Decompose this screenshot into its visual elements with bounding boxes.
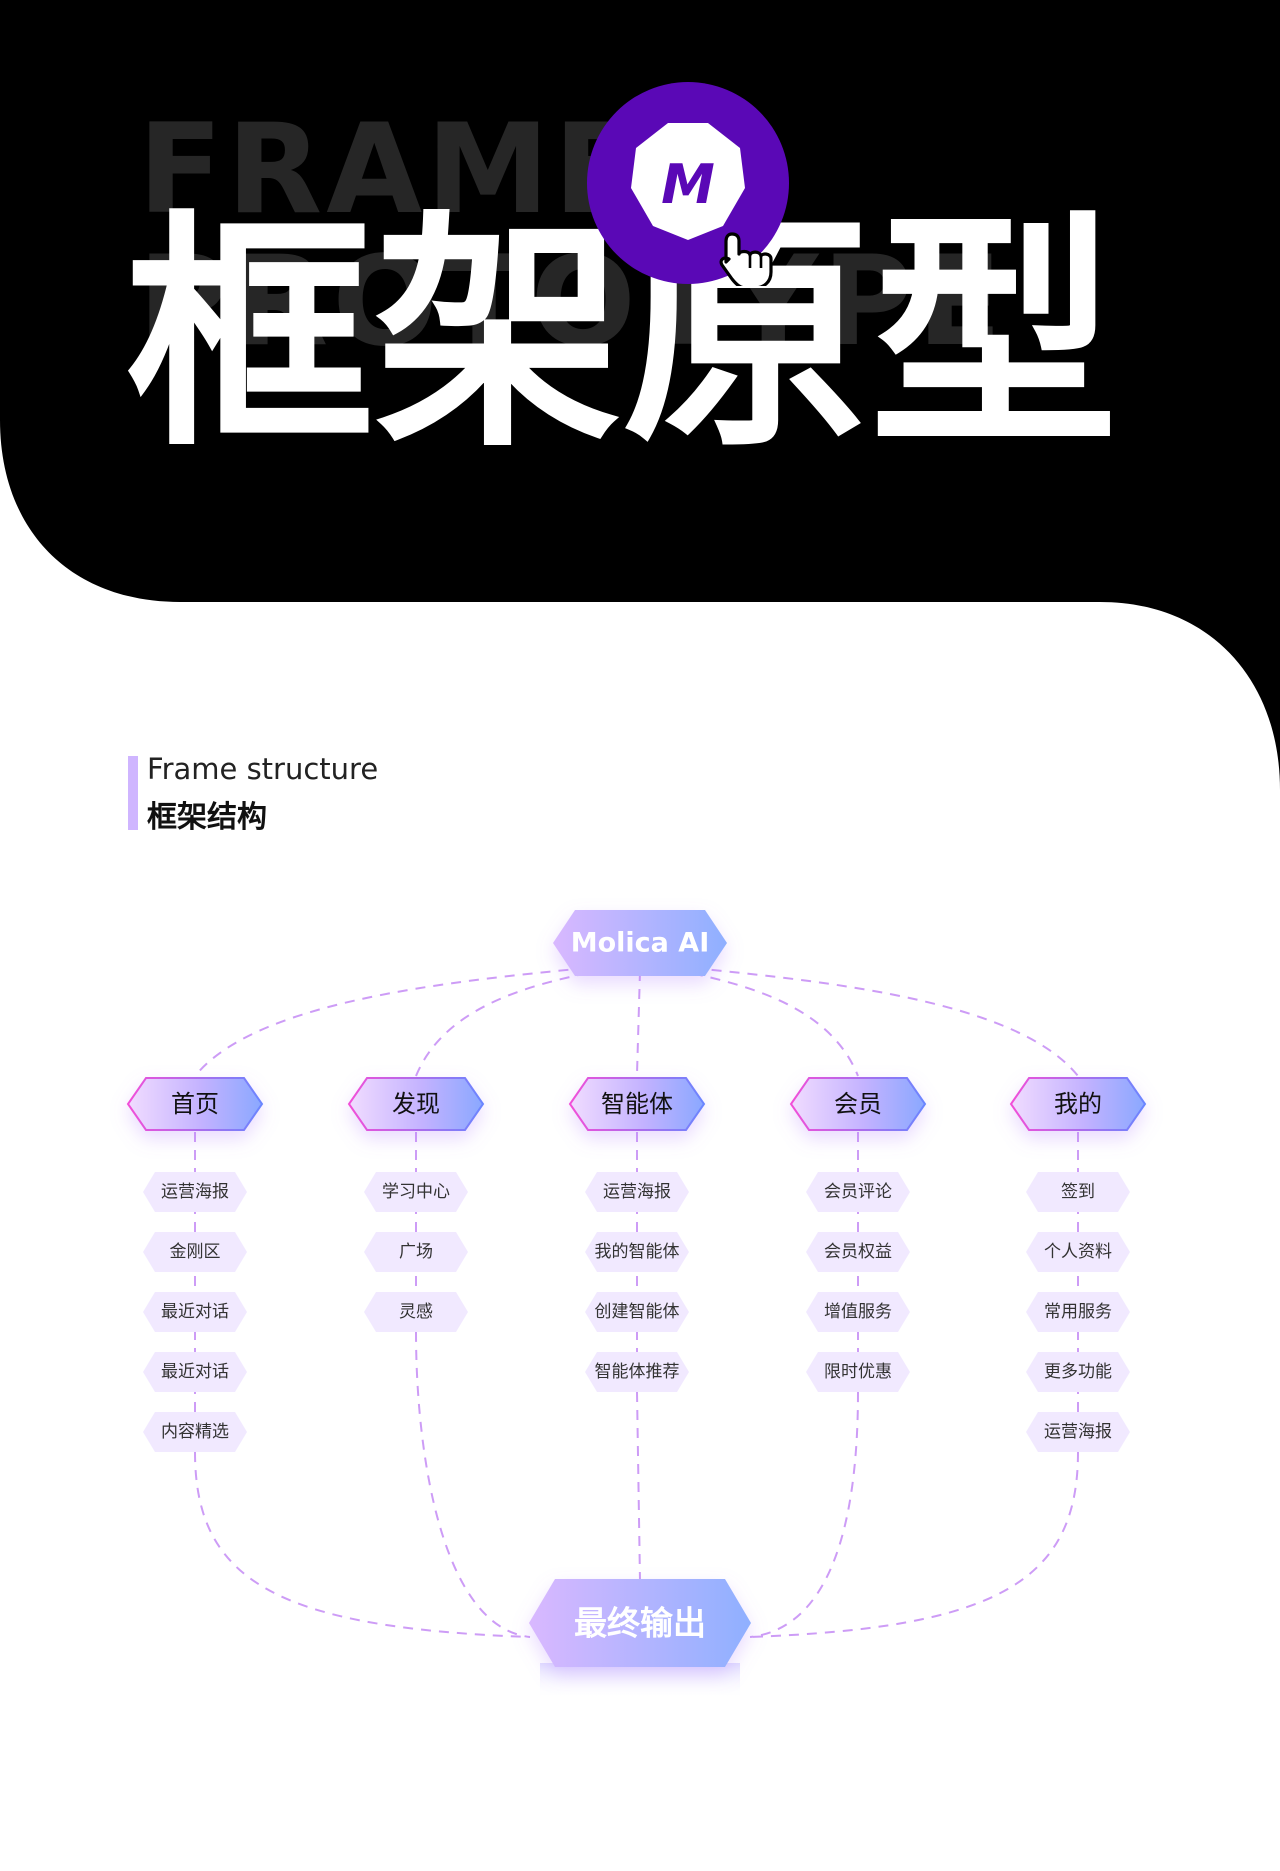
item-chip-0-0 bbox=[143, 1172, 247, 1212]
connector-root-3 bbox=[639, 962, 859, 1077]
item-label-4-4: 运营海报 bbox=[1044, 1422, 1112, 1442]
pointer-hand-icon bbox=[719, 232, 773, 286]
item-label-4-2: 常用服务 bbox=[1044, 1302, 1112, 1322]
branch-node-1 bbox=[347, 1077, 485, 1131]
item-label-0-3: 最近对话 bbox=[161, 1362, 229, 1382]
root-node-label: Molica AI bbox=[571, 928, 710, 959]
item-chip-4-4 bbox=[1026, 1412, 1130, 1452]
item-chip-0-2 bbox=[143, 1292, 247, 1332]
item-chip-2-1 bbox=[585, 1232, 689, 1272]
item-chip-0-4 bbox=[143, 1412, 247, 1452]
item-chip-2-0 bbox=[585, 1172, 689, 1212]
item-chip-4-1 bbox=[1026, 1232, 1130, 1272]
connector-output-0 bbox=[194, 1451, 531, 1638]
item-label-1-0: 学习中心 bbox=[382, 1182, 450, 1202]
connector-output-4 bbox=[749, 1451, 1079, 1638]
item-label-2-2: 创建智能体 bbox=[595, 1302, 680, 1322]
item-chip-2-3 bbox=[585, 1352, 689, 1392]
connector-root-2 bbox=[636, 970, 641, 1075]
item-label-3-3: 限时优惠 bbox=[824, 1362, 892, 1382]
branch-node-0 bbox=[126, 1077, 264, 1131]
item-label-2-1: 我的智能体 bbox=[595, 1242, 680, 1262]
branch-label-0: 首页 bbox=[171, 1090, 219, 1118]
item-chip-4-2 bbox=[1026, 1292, 1130, 1332]
ghost-text-frame: FRAME bbox=[138, 98, 643, 242]
logo-octagon bbox=[631, 123, 745, 240]
item-chip-3-0 bbox=[806, 1172, 910, 1212]
item-chip-0-1 bbox=[143, 1232, 247, 1272]
logo-badge: M bbox=[587, 82, 789, 286]
item-label-3-0: 会员评论 bbox=[824, 1182, 892, 1202]
item-chip-3-3 bbox=[806, 1352, 910, 1392]
framework-diagram: Molica AI首页运营海报金刚区最近对话最近对话内容精选发现学习中心广场灵感… bbox=[126, 910, 1147, 1699]
item-chip-1-0 bbox=[364, 1172, 468, 1212]
item-label-2-0: 运营海报 bbox=[603, 1182, 671, 1202]
item-chip-1-1 bbox=[364, 1232, 468, 1272]
section-title-zh: 框架结构 bbox=[147, 800, 267, 835]
item-chip-0-3 bbox=[143, 1352, 247, 1392]
diagram-nodes: Molica AI首页运营海报金刚区最近对话最近对话内容精选发现学习中心广场灵感… bbox=[126, 910, 1147, 1699]
item-chip-4-3 bbox=[1026, 1352, 1130, 1392]
branch-node-4 bbox=[1009, 1077, 1147, 1131]
connector-root-0 bbox=[194, 962, 641, 1077]
branch-label-1: 发现 bbox=[392, 1090, 440, 1118]
item-label-0-1: 金刚区 bbox=[170, 1242, 221, 1262]
branch-node-2 bbox=[568, 1077, 706, 1131]
item-label-0-4: 内容精选 bbox=[161, 1422, 229, 1442]
item-label-4-3: 更多功能 bbox=[1044, 1362, 1112, 1382]
branch-node-3 bbox=[789, 1077, 927, 1131]
output-node-label: 最终输出 bbox=[574, 1604, 706, 1643]
item-chip-1-2 bbox=[364, 1292, 468, 1332]
item-label-3-1: 会员权益 bbox=[824, 1242, 892, 1262]
branch-label-4: 我的 bbox=[1054, 1090, 1102, 1118]
item-label-4-0: 签到 bbox=[1061, 1182, 1095, 1202]
item-chip-3-1 bbox=[806, 1232, 910, 1272]
logo-letter: M bbox=[661, 153, 715, 216]
section-accent-bar bbox=[128, 756, 138, 830]
branch-label-2: 智能体 bbox=[601, 1090, 673, 1118]
item-label-0-0: 运营海报 bbox=[161, 1182, 229, 1202]
connector-output-2 bbox=[636, 1391, 641, 1582]
connector-output-3 bbox=[749, 1391, 859, 1638]
branch-label-3: 会员 bbox=[834, 1090, 882, 1118]
item-label-0-2: 最近对话 bbox=[161, 1302, 229, 1322]
section-title-en: Frame structure bbox=[147, 752, 379, 786]
output-node bbox=[529, 1579, 751, 1667]
hero-background bbox=[0, 0, 1280, 790]
item-label-1-1: 广场 bbox=[399, 1242, 433, 1262]
item-chip-2-2 bbox=[585, 1292, 689, 1332]
item-label-3-2: 增值服务 bbox=[824, 1302, 892, 1322]
root-node bbox=[553, 910, 727, 976]
item-label-1-2: 灵感 bbox=[399, 1302, 433, 1322]
ghost-text-prototype: PROTOTYPE bbox=[138, 230, 1006, 374]
item-chip-3-2 bbox=[806, 1292, 910, 1332]
output-node-shadow bbox=[540, 1663, 740, 1699]
item-label-2-3: 智能体推荐 bbox=[595, 1362, 680, 1382]
connector-root-4 bbox=[639, 962, 1079, 1077]
item-label-4-1: 个人资料 bbox=[1044, 1242, 1112, 1262]
connector-output-1 bbox=[415, 1331, 531, 1638]
connector-root-1 bbox=[415, 962, 641, 1077]
item-chip-4-0 bbox=[1026, 1172, 1130, 1212]
